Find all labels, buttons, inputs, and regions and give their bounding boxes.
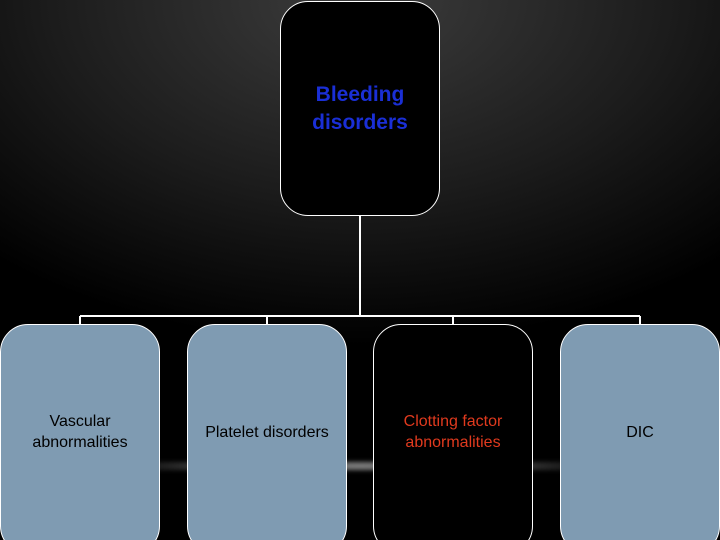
child-node-vascular-abnormalities: Vascular abnormalities: [0, 324, 160, 540]
child-node-label: Vascular abnormalities: [32, 413, 128, 451]
child-node-dic: DIC: [560, 324, 720, 540]
floor-glow: [110, 462, 610, 470]
root-node-label: Bleeding disorders: [312, 82, 408, 134]
child-node-label: DIC: [626, 423, 654, 441]
root-node-bleeding-disorders: Bleeding disorders: [280, 1, 440, 216]
child-node-label: Clotting factor abnormalities: [403, 413, 503, 451]
child-node-platelet-disorders: Platelet disorders: [187, 324, 347, 540]
child-node-label: Platelet disorders: [205, 423, 329, 441]
child-node-clotting-factor-abnormalities: Clotting factor abnormalities: [373, 324, 533, 540]
